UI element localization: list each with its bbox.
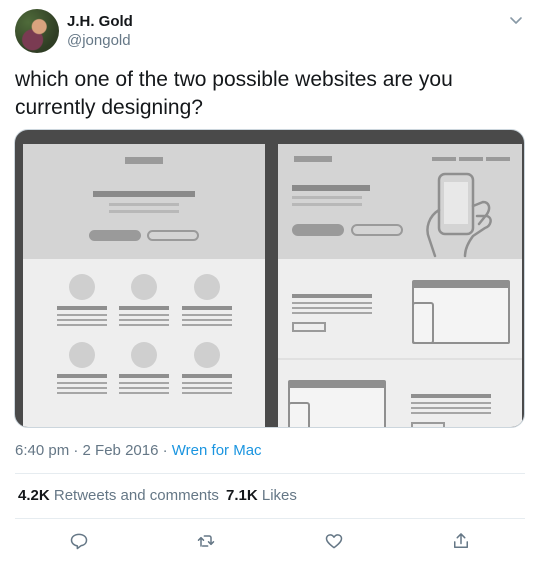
author-handle[interactable]: @jongold: [67, 32, 131, 49]
client-app-link[interactable]: Wren for Mac: [171, 442, 262, 459]
likes-count: 7.1K: [226, 487, 258, 504]
divider: [15, 518, 525, 519]
retweets-count: 4.2K: [18, 487, 50, 504]
divider: [15, 473, 525, 474]
meta-separator: ·: [73, 442, 79, 459]
author-name[interactable]: J.H. Gold: [67, 13, 133, 30]
share-icon[interactable]: [451, 531, 471, 551]
tweet-text: which one of the two possible websites a…: [15, 68, 453, 119]
wireframe-right: [278, 144, 522, 427]
tweet-meta: 6:40 pm · 2 Feb 2016 · Wren for Mac: [15, 442, 262, 459]
retweet-icon[interactable]: [196, 531, 216, 551]
retweets-label: Retweets and comments: [53, 487, 219, 504]
tweet-image[interactable]: [14, 129, 525, 428]
reply-icon[interactable]: [69, 531, 89, 551]
tweet-time[interactable]: 6:40 pm: [15, 442, 70, 459]
chevron-down-icon[interactable]: [508, 12, 524, 28]
likes-label: Likes: [261, 487, 297, 504]
heart-icon[interactable]: [324, 531, 344, 551]
retweets-stat[interactable]: 4.2K Retweets and comments: [18, 487, 219, 504]
tweet-date[interactable]: 2 Feb 2016: [82, 442, 159, 459]
meta-separator: ·: [162, 442, 168, 459]
likes-stat[interactable]: 7.1K Likes: [226, 487, 297, 504]
avatar[interactable]: [15, 9, 59, 53]
wireframe-left: [23, 144, 265, 427]
